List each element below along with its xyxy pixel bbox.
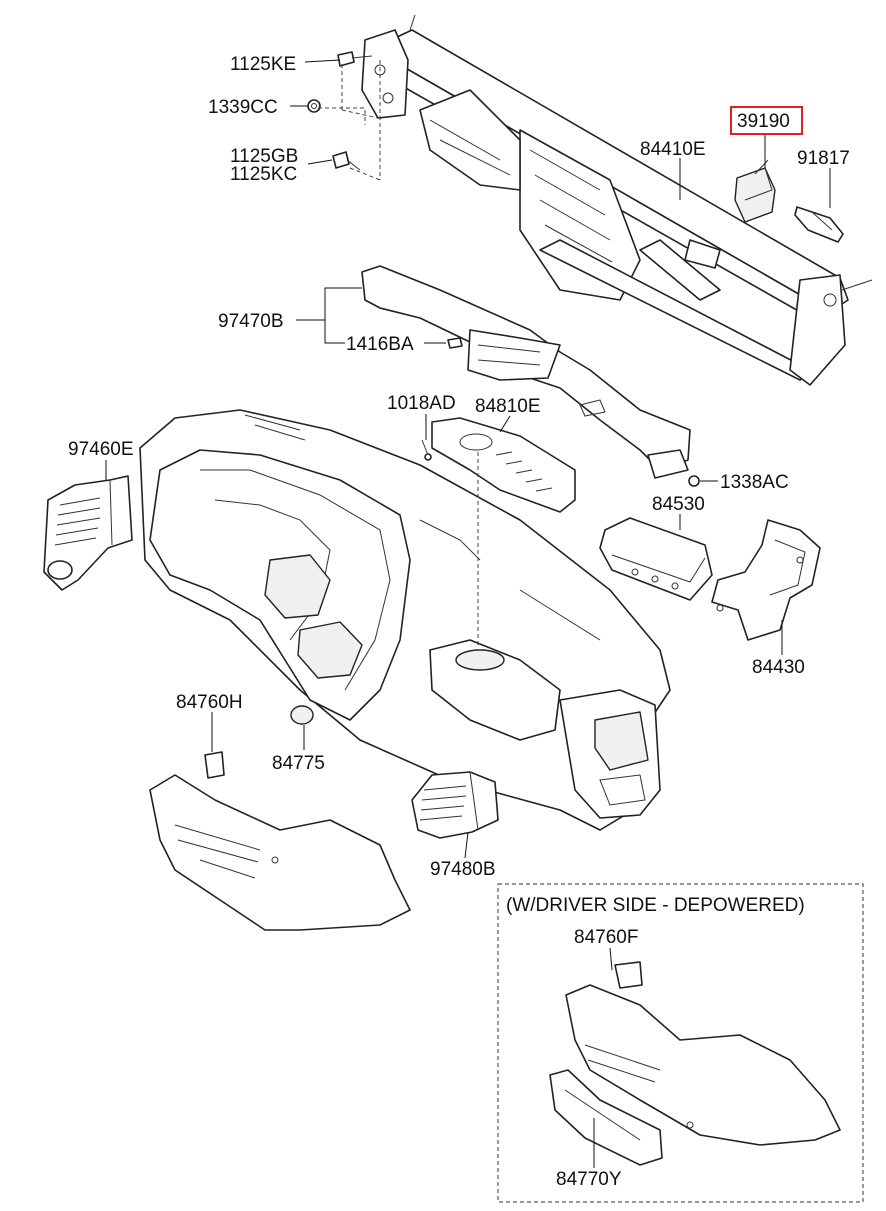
fastener-1338AC	[688, 475, 700, 487]
label-97470B: 97470B	[218, 311, 284, 332]
screw-1018AD	[421, 439, 432, 461]
airbag-module-84530	[599, 517, 713, 601]
label-84760F: 84760F	[574, 927, 638, 948]
airbag-bracket-84430	[711, 519, 821, 641]
label-84410E: 84410E	[640, 139, 706, 160]
label-1339CC: 1339CC	[208, 97, 278, 118]
fastener-1125GB	[332, 151, 361, 171]
label-1125GB: 1125GB	[230, 146, 298, 167]
crossmember-84410E	[361, 14, 873, 386]
duct-97470B	[361, 265, 691, 479]
center-vent-97480B	[411, 771, 499, 839]
label-1338AC: 1338AC	[720, 472, 789, 493]
label-1416BA: 1416BA	[346, 334, 414, 355]
inset-border	[497, 883, 864, 1203]
leader-lines	[105, 59, 831, 1168]
label-97460E: 97460E	[68, 439, 134, 460]
highlight-box-39190	[730, 106, 803, 135]
knee-bolster-84770Y	[549, 1069, 663, 1166]
label-84770Y: 84770Y	[556, 1169, 622, 1190]
bracket-91817	[794, 206, 844, 243]
dashboard-main-panel	[139, 409, 671, 831]
side-vent-97460E	[43, 475, 133, 591]
label-84530: 84530	[652, 494, 705, 515]
fastener-1339CC	[307, 99, 321, 113]
relay-39190	[734, 159, 776, 223]
fastener-1416BA	[447, 337, 463, 349]
label-84810E: 84810E	[475, 396, 541, 417]
label-91817: 91817	[797, 148, 850, 169]
label-84430: 84430	[752, 657, 805, 678]
label-97480B: 97480B	[430, 859, 496, 880]
cap-84775	[290, 705, 314, 725]
label-1125KE: 1125KE	[230, 54, 296, 75]
lower-panel-84760H	[149, 751, 411, 931]
fastener-1125KE	[337, 51, 373, 67]
label-1018AD: 1018AD	[387, 393, 456, 414]
lower-panel-84760F	[565, 961, 841, 1146]
label-1125KC: 1125KC	[230, 164, 297, 185]
label-84760H: 84760H	[176, 692, 243, 713]
label-39190[interactable]: 39190	[737, 111, 790, 132]
callout-labels: 1125KE 1339CC 1125GB 1125KC 39190 84410E…	[68, 54, 850, 1190]
bracket-84810E	[431, 417, 576, 513]
inset-title: (W/DRIVER SIDE - DEPOWERED)	[506, 895, 805, 916]
label-84775: 84775	[272, 753, 325, 774]
